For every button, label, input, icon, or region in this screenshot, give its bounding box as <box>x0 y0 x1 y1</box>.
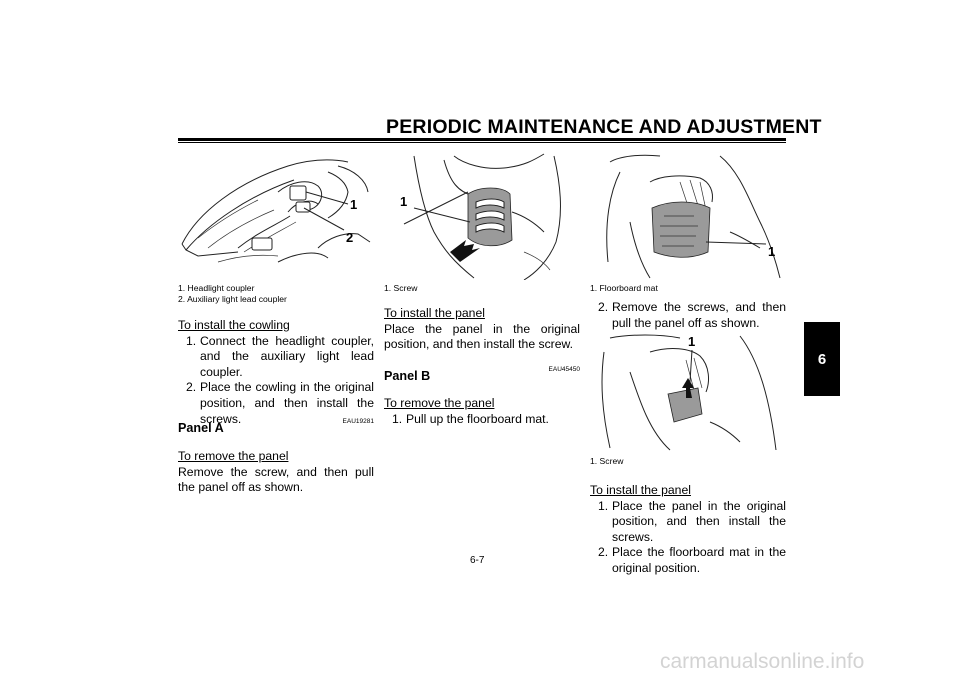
page-title: PERIODIC MAINTENANCE AND ADJUSTMENT <box>386 116 822 138</box>
caption-line: 1. Screw <box>590 456 624 466</box>
header-rule-thin <box>178 142 786 143</box>
list-text: Place the cowling in the original positi… <box>200 380 374 426</box>
list-text: Connect the headlight coupler, and the a… <box>200 333 374 379</box>
list-item: 2. Place the floorboard mat in the origi… <box>590 545 786 576</box>
callout-1: 1 <box>400 194 407 209</box>
list-text: Remove the screws, and then pull the pan… <box>612 300 786 330</box>
list-number: 1. <box>392 411 403 426</box>
figure-caption: 1. Floorboard mat <box>590 283 786 294</box>
figure-floorboard-panel: 1 <box>590 332 786 452</box>
cowling-install-section: To install the cowling 1. Connect the he… <box>178 318 374 427</box>
figure-headlight-coupler: 1 2 <box>178 152 374 280</box>
figure-caption: 1. Screw <box>590 456 786 467</box>
section-code: EAU45450 <box>548 366 580 373</box>
callout-1: 1 <box>688 334 695 349</box>
list-number: 2. <box>186 380 197 395</box>
list-text: Place the panel in the original position… <box>612 498 786 544</box>
figure-caption: 1. Screw <box>384 283 580 294</box>
panel-b-remove-section: To remove the panel 1. Pull up the floor… <box>384 396 580 427</box>
section-heading: To install the panel <box>384 306 485 320</box>
caption-line: 2. Auxiliary light lead coupler <box>178 294 287 305</box>
figure-caption: 1. Headlight coupler 2. Auxiliary light … <box>178 283 374 306</box>
section-code: EAU19281 <box>342 418 374 425</box>
panel-remove-section: To remove the panel Remove the screw, an… <box>178 449 374 496</box>
panel-a-install-section: To install the panel Place the panel in … <box>384 306 580 353</box>
callout-1: 1 <box>350 197 357 212</box>
list-number: 2. <box>598 300 609 314</box>
caption-line: 1. Floorboard mat <box>590 283 658 293</box>
header-rule <box>178 138 786 141</box>
section-heading: To remove the panel <box>384 396 495 410</box>
list-item: 1. Place the panel in the original posit… <box>590 499 786 546</box>
callout-2: 2 <box>346 230 353 245</box>
list-item: 2. Place the cowling in the original pos… <box>178 380 374 427</box>
paragraph: Place the panel in the original position… <box>384 321 580 352</box>
list-text: Place the floorboard mat in the original… <box>612 545 786 575</box>
list-number: 2. <box>598 545 609 560</box>
list-item: 1. Connect the headlight coupler, and th… <box>178 334 374 381</box>
page-number: 6-7 <box>470 555 485 566</box>
floorboard-install-section: To install the panel 1. Place the panel … <box>590 483 786 577</box>
chapter-tab[interactable]: 6 <box>804 322 840 396</box>
list-item: 2. Remove the screws, and then pull the … <box>590 300 786 331</box>
watermark: carmanualsonline.info <box>660 650 865 673</box>
panel-title: Panel B <box>384 369 431 383</box>
caption-line: 1. Headlight coupler <box>178 283 255 293</box>
chapter-tab-label: 6 <box>817 350 827 368</box>
figure-panel-a: 1 <box>384 152 580 281</box>
list-number: 1. <box>598 498 609 513</box>
callout-1: 1 <box>768 244 775 259</box>
list-number: 1. <box>186 333 197 348</box>
section-heading: To remove the panel <box>178 449 289 463</box>
section-heading: To install the panel <box>590 483 691 497</box>
paragraph: Remove the screw, and then pull the pane… <box>178 464 374 495</box>
section-heading: To install the cowling <box>178 318 290 332</box>
floorboard-remove-section: 2. Remove the screws, and then pull the … <box>590 300 786 331</box>
list-item: 1. Pull up the floorboard mat. <box>384 412 580 428</box>
figure-floorboard-mat: 1 <box>590 152 786 280</box>
caption-line: 1. Screw <box>384 283 418 293</box>
panel-title: Panel A <box>178 421 224 435</box>
list-text: Pull up the floorboard mat. <box>406 411 549 426</box>
